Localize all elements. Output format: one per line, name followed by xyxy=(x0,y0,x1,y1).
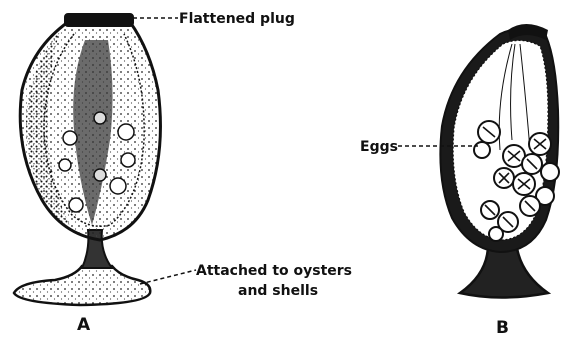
panel-label-b: B xyxy=(496,318,509,338)
flattened-plug xyxy=(65,14,133,26)
egg-capsule-b xyxy=(440,24,559,298)
attached-leader-line xyxy=(140,270,196,284)
attached-label-line2: and shells xyxy=(238,283,318,299)
attached-label-line1: Attached to oysters xyxy=(196,263,352,279)
attachment-base xyxy=(14,266,150,305)
plug-label: Flattened plug xyxy=(179,11,295,27)
egg-capsule-a xyxy=(14,14,160,305)
panel-label-a: A xyxy=(77,315,91,335)
eggs-label: Eggs xyxy=(360,139,398,155)
